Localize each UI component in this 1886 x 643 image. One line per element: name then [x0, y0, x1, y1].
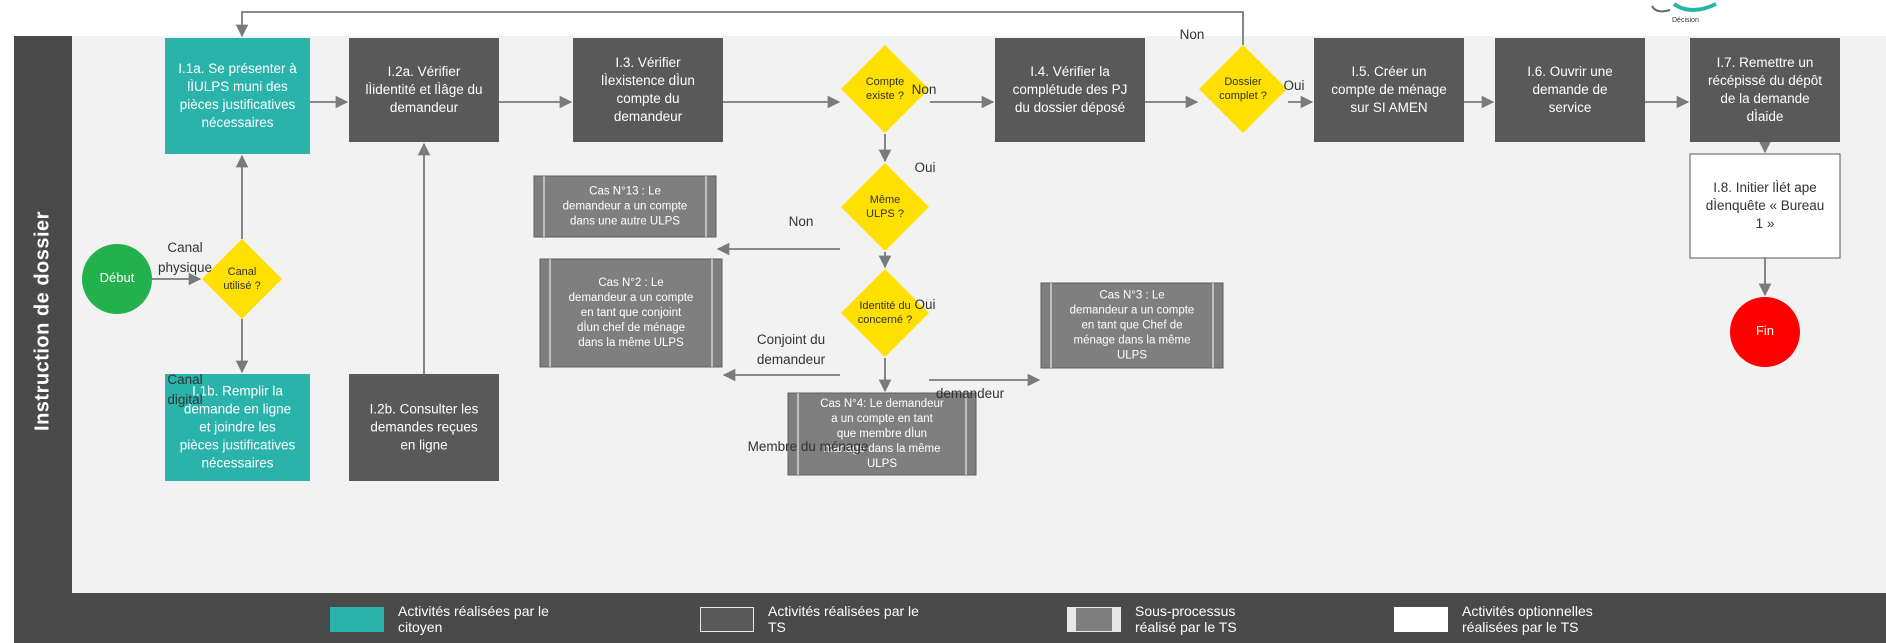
edge-label-oui_compte: Oui — [914, 160, 935, 175]
end-label: Fin — [1756, 323, 1774, 338]
connector-arrow — [235, 11, 1244, 45]
logo-decision-icon — [1651, 2, 1717, 13]
legend-label: Activités réalisées par le TS — [768, 603, 919, 635]
end-event: Fin — [1730, 297, 1800, 367]
legend-swatch — [700, 607, 754, 632]
edge-label-non_compte: Non — [912, 82, 937, 97]
edge-label-oui_meme: Oui — [914, 297, 935, 312]
edge-label-demandeur: demandeur — [936, 386, 1005, 401]
legend-item: Activités réalisées par le TS — [700, 593, 1060, 643]
legend-swatch — [330, 607, 384, 632]
legend-item: Activités optionnelles réalisées par le … — [1394, 593, 1754, 643]
lane-header — [14, 36, 72, 605]
edge-label-oui_dossier: Oui — [1283, 78, 1304, 93]
legend-item: Sous-processus réalisé par le TS — [1067, 593, 1427, 643]
decision-caption: Décision — [1672, 17, 1699, 24]
legend-label: Activités optionnelles réalisées par le … — [1462, 603, 1593, 635]
legend-item: Activités réalisées par le citoyen — [330, 593, 690, 643]
edge-label-membre: Membre du ménage — [748, 439, 869, 454]
start-event: Début — [82, 244, 152, 314]
edge-label-non_top: Non — [1180, 27, 1205, 42]
start-label: Début — [100, 270, 135, 285]
edge-label-non_meme: Non — [789, 214, 814, 229]
legend-swatch — [1394, 607, 1448, 632]
legend-label: Activités réalisées par le citoyen — [398, 603, 549, 635]
legend-swatch — [1067, 607, 1121, 632]
legend-label: Sous-processus réalisé par le TS — [1135, 603, 1237, 635]
legend: Activités réalisées par le citoyen Activi… — [14, 593, 1886, 643]
